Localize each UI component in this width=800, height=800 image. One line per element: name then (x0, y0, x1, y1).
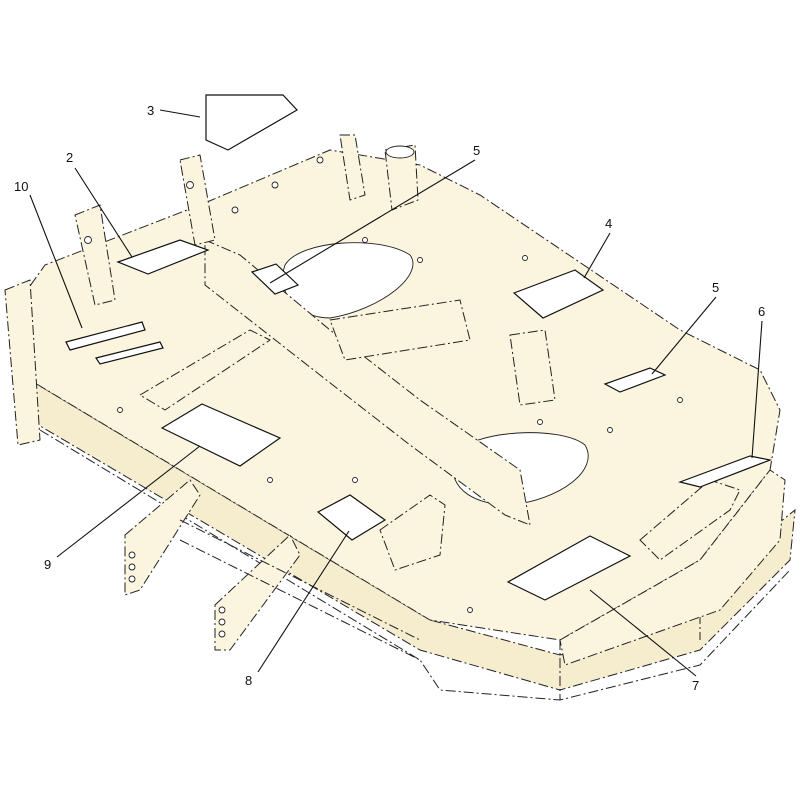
front-arm-right (509, 329, 556, 406)
rear-bracket-mid (179, 154, 216, 246)
callout-3: 3 (147, 103, 154, 118)
center-rib (204, 239, 531, 526)
mount-hole (231, 206, 239, 214)
front-clevis (379, 494, 446, 571)
bracket-hole (186, 181, 194, 189)
decal-5b (603, 367, 667, 393)
mount-hole (362, 237, 368, 243)
decal-10b (95, 341, 164, 365)
mount-hole (267, 477, 273, 483)
lift-link-right (214, 534, 301, 651)
callout-7: 7 (692, 678, 699, 693)
callout-4: 4 (605, 216, 612, 231)
mount-hole (467, 607, 473, 613)
decal-6 (677, 455, 773, 488)
decals (65, 94, 773, 601)
mount-hole (417, 257, 423, 263)
front-roller-bar (179, 519, 421, 661)
lift-link-left (124, 479, 201, 596)
leader-9 (56, 445, 201, 558)
mount-hole (117, 407, 123, 413)
rear-bracket-left (74, 204, 116, 306)
link-hole (128, 575, 136, 583)
leader-lines (29, 109, 763, 677)
rear-bracket-right (339, 134, 366, 201)
decal-7 (506, 535, 632, 601)
leader-5a (269, 159, 476, 284)
mount-hole (316, 156, 324, 164)
leader-4 (583, 232, 611, 279)
deck-lower-lip (39, 429, 791, 701)
bracket-hole (84, 236, 92, 244)
center-rib-beam (204, 239, 531, 526)
decal-9 (160, 403, 282, 467)
callout-5a: 5 (473, 143, 480, 158)
link-hole (218, 630, 226, 638)
leader-8 (257, 530, 350, 673)
callout-6: 6 (758, 304, 765, 319)
front-arm-left (139, 329, 271, 411)
mount-hole (537, 419, 543, 425)
decal-4 (512, 269, 605, 319)
decal-3 (205, 94, 298, 151)
spindle-cap (385, 145, 415, 159)
link-hole (218, 606, 226, 614)
callout-5b: 5 (712, 280, 719, 295)
decal-8 (316, 494, 387, 541)
callout-8: 8 (245, 673, 252, 688)
left-side-plate (4, 279, 41, 446)
front-mount-arms (124, 299, 556, 661)
callout-2: 2 (66, 150, 73, 165)
right-side-rail (559, 469, 786, 666)
leader-6 (751, 320, 763, 459)
deck-front-skirt (29, 379, 796, 691)
decal-5a (250, 263, 300, 295)
rear-brackets (4, 134, 419, 446)
leader-5b (651, 296, 717, 375)
decal-2 (116, 239, 210, 275)
callouts: 3 2 10 5 4 5 6 9 8 7 (14, 103, 765, 693)
leader-7 (589, 589, 697, 677)
leader-3 (159, 109, 201, 118)
link-hole (128, 551, 136, 559)
link-hole (128, 563, 136, 571)
mount-hole (677, 397, 683, 403)
front-arm-mid (329, 299, 471, 361)
right-rail-inner (639, 479, 741, 561)
leader-2 (74, 167, 133, 258)
callout-10: 10 (14, 179, 28, 194)
link-hole (218, 618, 226, 626)
decal-10a (65, 321, 146, 351)
mount-hole (522, 255, 528, 261)
mount-hole (607, 427, 613, 433)
leader-10 (29, 194, 83, 329)
mount-hole (271, 181, 279, 189)
mount-hole (352, 477, 358, 483)
callout-9: 9 (44, 557, 51, 572)
